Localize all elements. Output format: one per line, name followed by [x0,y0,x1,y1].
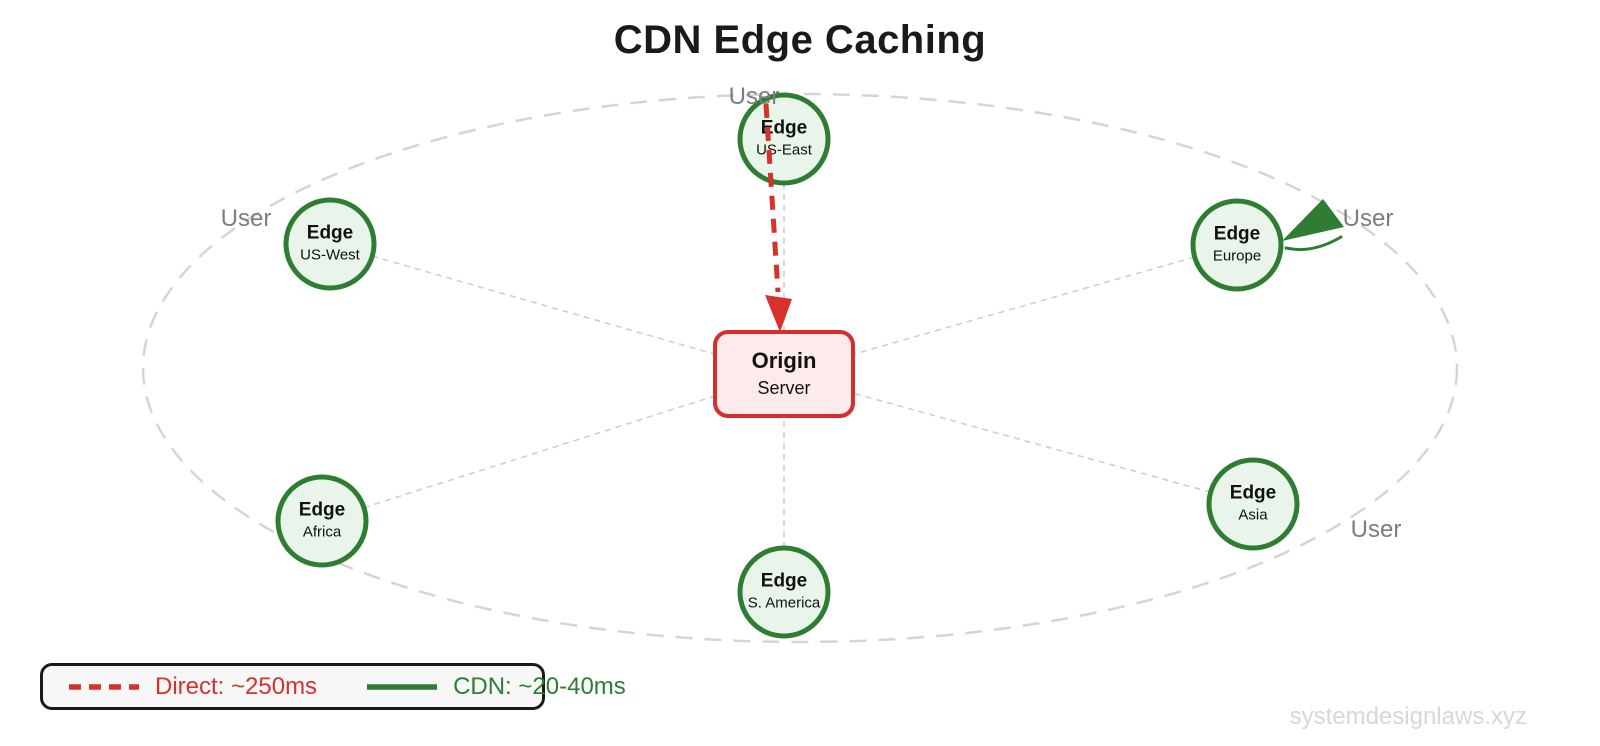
edge-node-s-america: Edge S. America [737,545,831,639]
edge-node-sublabel: Africa [302,523,342,541]
legend-direct-label: Direct: ~250ms [155,672,318,700]
diagram-title: CDN Edge Caching [613,18,987,62]
cdn-request-arrow-swoosh [1284,235,1343,252]
cdn-request-arrowhead-icon [1282,199,1344,241]
edge-node-sublabel: Europe [1212,247,1262,265]
origin-sublabel: Server [757,378,811,399]
edge-node-sublabel: Asia [1238,506,1268,524]
origin-label: Origin [751,348,817,373]
user-label-bottom-right: User [1350,516,1402,543]
edge-node-label: Edge [760,570,808,592]
edge-node-label: Edge [760,117,808,139]
edge-node-label: Edge [1229,482,1277,504]
direct-request-arrowhead-icon [765,295,792,332]
edge-node-us-east: Edge US-East [737,92,831,186]
edge-node-sublabel: US-West [300,246,360,264]
user-label-top: User [728,83,780,110]
edge-node-africa: Edge Africa [275,474,369,568]
edge-node-sublabel: US-East [756,141,812,159]
user-label-left: User [220,205,272,232]
edge-node-label: Edge [298,499,346,521]
legend-cdn-label: CDN: ~20-40ms [453,672,626,700]
direct-line-sample-icon [69,683,139,690]
watermark: systemdesignlaws.xyz [1289,703,1527,730]
origin-server-node: Origin Server [713,330,855,418]
edge-node-europe: Edge Europe [1190,198,1284,292]
edge-node-us-west: Edge US-West [283,197,377,291]
edge-node-sublabel: S. America [747,594,821,612]
user-label-right: User [1342,205,1394,232]
edge-node-label: Edge [1213,223,1261,245]
legend-box: Direct: ~250ms CDN: ~20-40ms [40,663,626,710]
edge-node-asia: Edge Asia [1206,457,1300,551]
cdn-line-sample-icon [367,683,438,690]
edge-node-label: Edge [306,222,354,244]
